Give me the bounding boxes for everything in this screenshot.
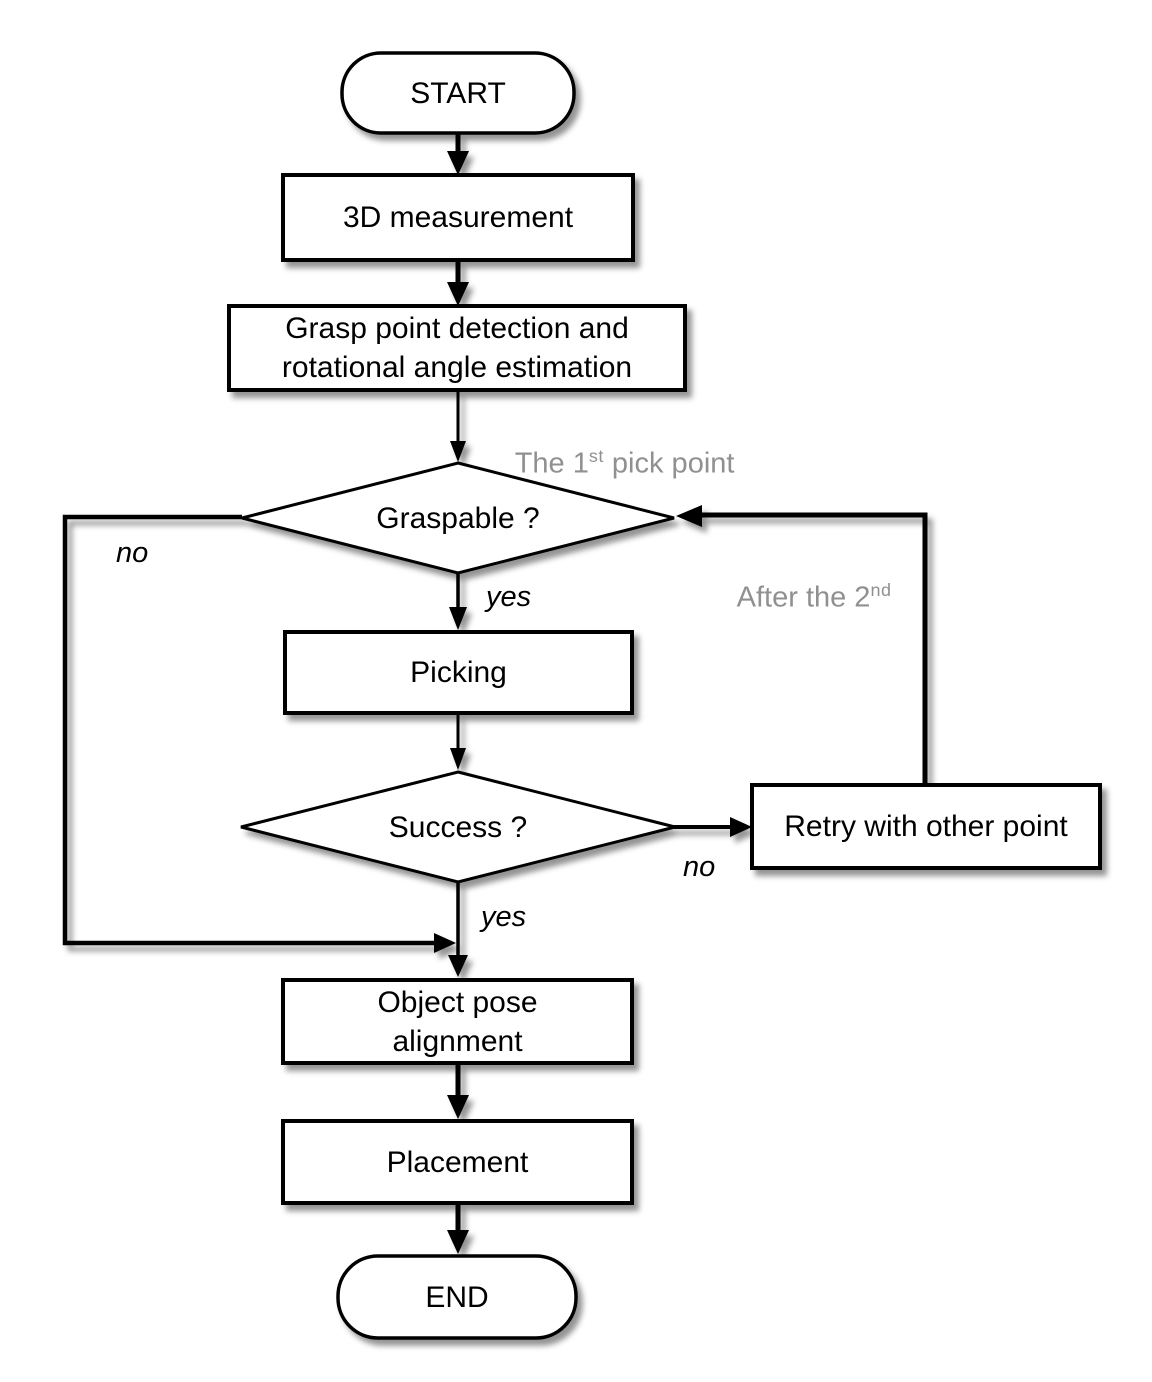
graspable-decision-shape xyxy=(241,461,675,575)
edge-graspable-yes-to-picking xyxy=(449,571,467,630)
arrowhead-down-icon xyxy=(450,748,466,770)
end-terminator-shape xyxy=(336,1254,578,1340)
arrowhead-left-icon xyxy=(676,505,702,527)
arrowhead-right-icon xyxy=(434,933,456,953)
arrowhead-right-icon xyxy=(730,817,752,837)
flowchart-layer xyxy=(62,51,1102,1340)
edge-grasp-to-graspable xyxy=(450,388,466,462)
edge-measurement-to-grasp xyxy=(447,258,469,306)
edge-object-pose-to-placement xyxy=(447,1061,469,1119)
arrowhead-down-icon xyxy=(447,282,469,306)
edge-retry-to-graspable xyxy=(676,505,928,786)
grasp-process-shape xyxy=(227,304,687,392)
edge-picking-to-success xyxy=(450,711,466,770)
measurement-process-shape xyxy=(281,173,635,262)
edge-start-to-measurement xyxy=(447,131,469,175)
arrowhead-down-icon xyxy=(448,955,468,977)
success-decision-shape xyxy=(240,770,676,884)
edge-graspable-no-loop xyxy=(62,514,456,953)
arrowhead-down-icon xyxy=(447,151,469,175)
edge-placement-to-end xyxy=(447,1201,469,1254)
edge-line xyxy=(700,512,928,786)
retry-process-shape xyxy=(750,783,1102,870)
start-terminator-shape xyxy=(340,51,576,135)
arrowhead-down-icon xyxy=(449,607,467,630)
placement-process-shape xyxy=(281,1119,634,1205)
edge-line xyxy=(62,514,438,946)
picking-process-shape xyxy=(283,630,634,715)
edge-success-yes-to-object-pose xyxy=(448,880,468,977)
edge-success-no-to-retry xyxy=(673,817,752,837)
arrowhead-down-icon xyxy=(447,1230,469,1254)
arrowhead-down-icon xyxy=(450,441,466,462)
object-pose-process-shape xyxy=(281,978,634,1065)
arrowhead-down-icon xyxy=(447,1095,469,1119)
